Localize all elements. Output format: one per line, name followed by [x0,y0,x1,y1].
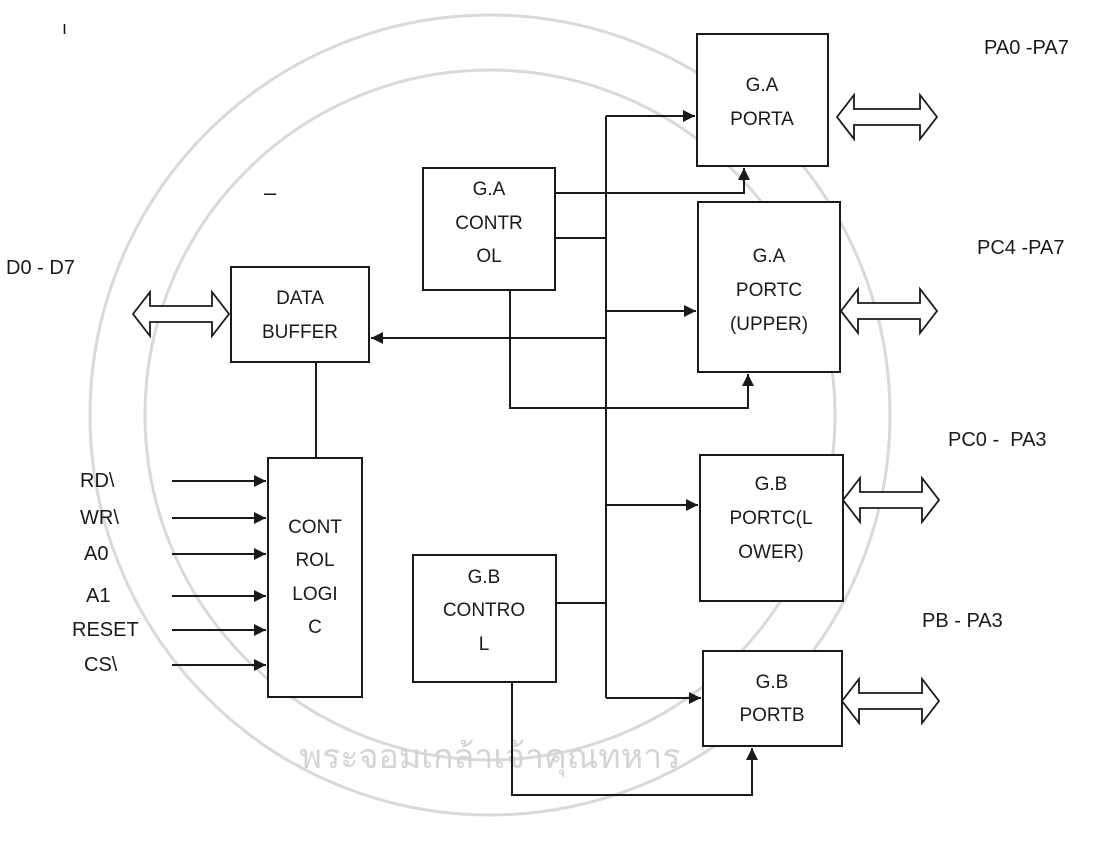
data-buffer-label-line2: BUFFER [262,322,338,343]
data-bus-arrow [133,292,229,336]
ga-portc-upper-block: G.A PORTC (UPPER) [698,202,840,372]
rd-input-label: RD\ [80,470,115,492]
ga-porta-label-line2: PORTA [730,109,794,130]
gb-portb-block: G.B PORTB [703,651,842,746]
portc-upper-bus-arrow [841,289,937,333]
gb-portc-lower-label-line2: PORTC(L [729,508,812,529]
ga-portc-upper-label-line3: (UPPER) [730,314,808,335]
ga-portc-upper-label-line2: PORTC [736,280,802,301]
porta-bus-arrow [837,95,937,139]
control-logic-label-line2: ROL [295,550,334,571]
gb-portc-lower-block: G.B PORTC(L OWER) [700,455,843,601]
ga-control-label-line2: CONTR [455,213,523,234]
gb-control-block: G.B CONTRO L [413,555,556,682]
a1-input-label: A1 [86,585,110,607]
control-input-labels: RD\ WR\ A0 A1 RESET CS\ [72,470,139,676]
ga-porta-label-line1: G.A [746,75,779,96]
watermark-text: พระจอมเกล้าเจ้าคุณทหาร [300,737,681,777]
reset-input-label: RESET [72,619,139,641]
a0-input-label: A0 [84,543,108,565]
pb-bus-label: PB - PA3 [922,610,1003,632]
portb-bus-arrow [842,679,939,723]
cs-input-label: CS\ [84,654,118,676]
gb-control-label-line2: CONTRO [443,600,525,621]
data-bus-label: D0 - D7 [6,257,75,279]
pc-upper-bus-label: PC4 -PA7 [977,237,1064,259]
gb-portc-lower-label-line3: OWER) [738,542,803,563]
pa-bus-label: PA0 -PA7 [984,37,1069,59]
ga-porta-block: G.A PORTA [697,34,828,166]
control-logic-label-line1: CONT [288,517,342,538]
gb-portc-lower-label-line1: G.B [755,474,788,495]
pc-lower-bus-label: PC0 - PA3 [948,429,1047,451]
ga-control-label-line1: G.A [473,179,506,200]
control-logic-label-line3: LOGI [292,584,337,605]
gb-portb-label-line1: G.B [756,672,789,693]
dash-mark: – [264,180,277,205]
ga-control-label-line3: OL [476,246,501,267]
bus-labels: D0 - D7 PA0 -PA7 PC4 -PA7 PC0 - PA3 PB -… [6,37,1069,632]
control-logic-block: CONT ROL LOGI C [268,458,362,697]
portc-lower-bus-arrow [843,478,939,522]
wr-input-label: WR\ [80,507,119,529]
data-buffer-block: DATA BUFFER [231,267,369,362]
gb-portb-label-line2: PORTB [739,705,804,726]
stray-mark: ı [62,18,67,38]
gb-control-label-line1: G.B [468,567,501,588]
control-input-arrows [172,481,266,665]
gb-control-label-line3: L [479,634,490,655]
wire-ga-control-to-porta [555,168,744,193]
ga-control-block: G.A CONTR OL [423,168,555,290]
ga-portc-upper-label-line1: G.A [753,246,786,267]
data-buffer-label-line1: DATA [276,288,324,309]
control-logic-label-line4: C [308,617,322,638]
